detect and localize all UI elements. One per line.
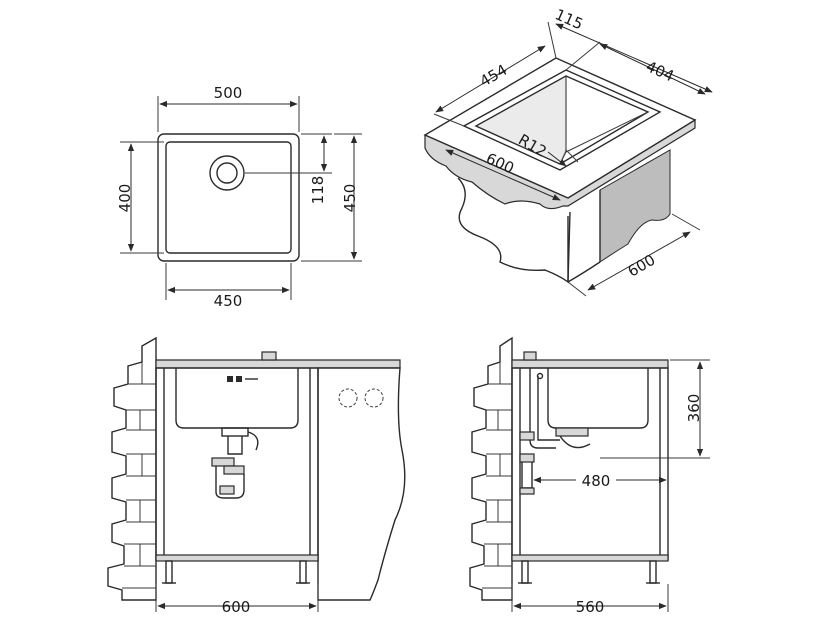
tap-hole-icons: [338, 388, 384, 408]
front-countertop: [155, 359, 401, 369]
adjacent-cabinet: [317, 367, 406, 601]
dim-label-360: 360: [685, 394, 703, 423]
dim-label-115: 115: [552, 5, 585, 33]
overflow-icon: [227, 376, 258, 382]
front-view: 600: [107, 336, 406, 616]
dim-label-500: 500: [214, 84, 243, 102]
brick-wall-right: [469, 336, 513, 601]
dim-line-600-depth: [445, 149, 561, 201]
drain-trap-icon: [211, 427, 259, 499]
side-drain-icon: [519, 368, 591, 495]
faucet-base: [261, 351, 277, 361]
dim-label-600-width: 600: [625, 251, 659, 281]
drain-icon: [209, 155, 245, 191]
sink-outer-outline: [157, 133, 300, 262]
dim-line-454: [435, 45, 546, 113]
side-countertop: [511, 359, 669, 369]
dim-label-480: 480: [582, 472, 611, 490]
dim-label-400: 400: [116, 184, 134, 213]
cabinet-left-side: [457, 177, 569, 284]
cabinet-feet: [162, 560, 310, 584]
dim-label-118: 118: [309, 176, 327, 205]
sink-bowl-outline: [165, 141, 292, 254]
brick-wall-left: [107, 336, 157, 601]
dim-label-560: 560: [576, 598, 605, 616]
dim-label-404: 404: [643, 57, 676, 85]
top-view: 500 450 400 118 450: [116, 84, 362, 310]
dim-line-600-width: [587, 231, 691, 291]
dim-label-600-front: 600: [222, 598, 251, 616]
side-cabinet-feet: [518, 560, 660, 584]
side-faucet-base: [523, 351, 537, 361]
side-view: 360 480 560: [469, 336, 710, 616]
dim-label-450-bottom: 450: [214, 292, 243, 310]
dim-label-454: 454: [477, 61, 511, 91]
front-cabinet: [155, 367, 319, 561]
isometric-view: 115 404 454 R12 600 600: [423, 5, 713, 297]
side-cabinet: [511, 367, 669, 561]
dim-line-404: [599, 43, 706, 95]
dim-label-450-right: 450: [341, 184, 359, 213]
side-sink-bowl: [547, 368, 649, 429]
